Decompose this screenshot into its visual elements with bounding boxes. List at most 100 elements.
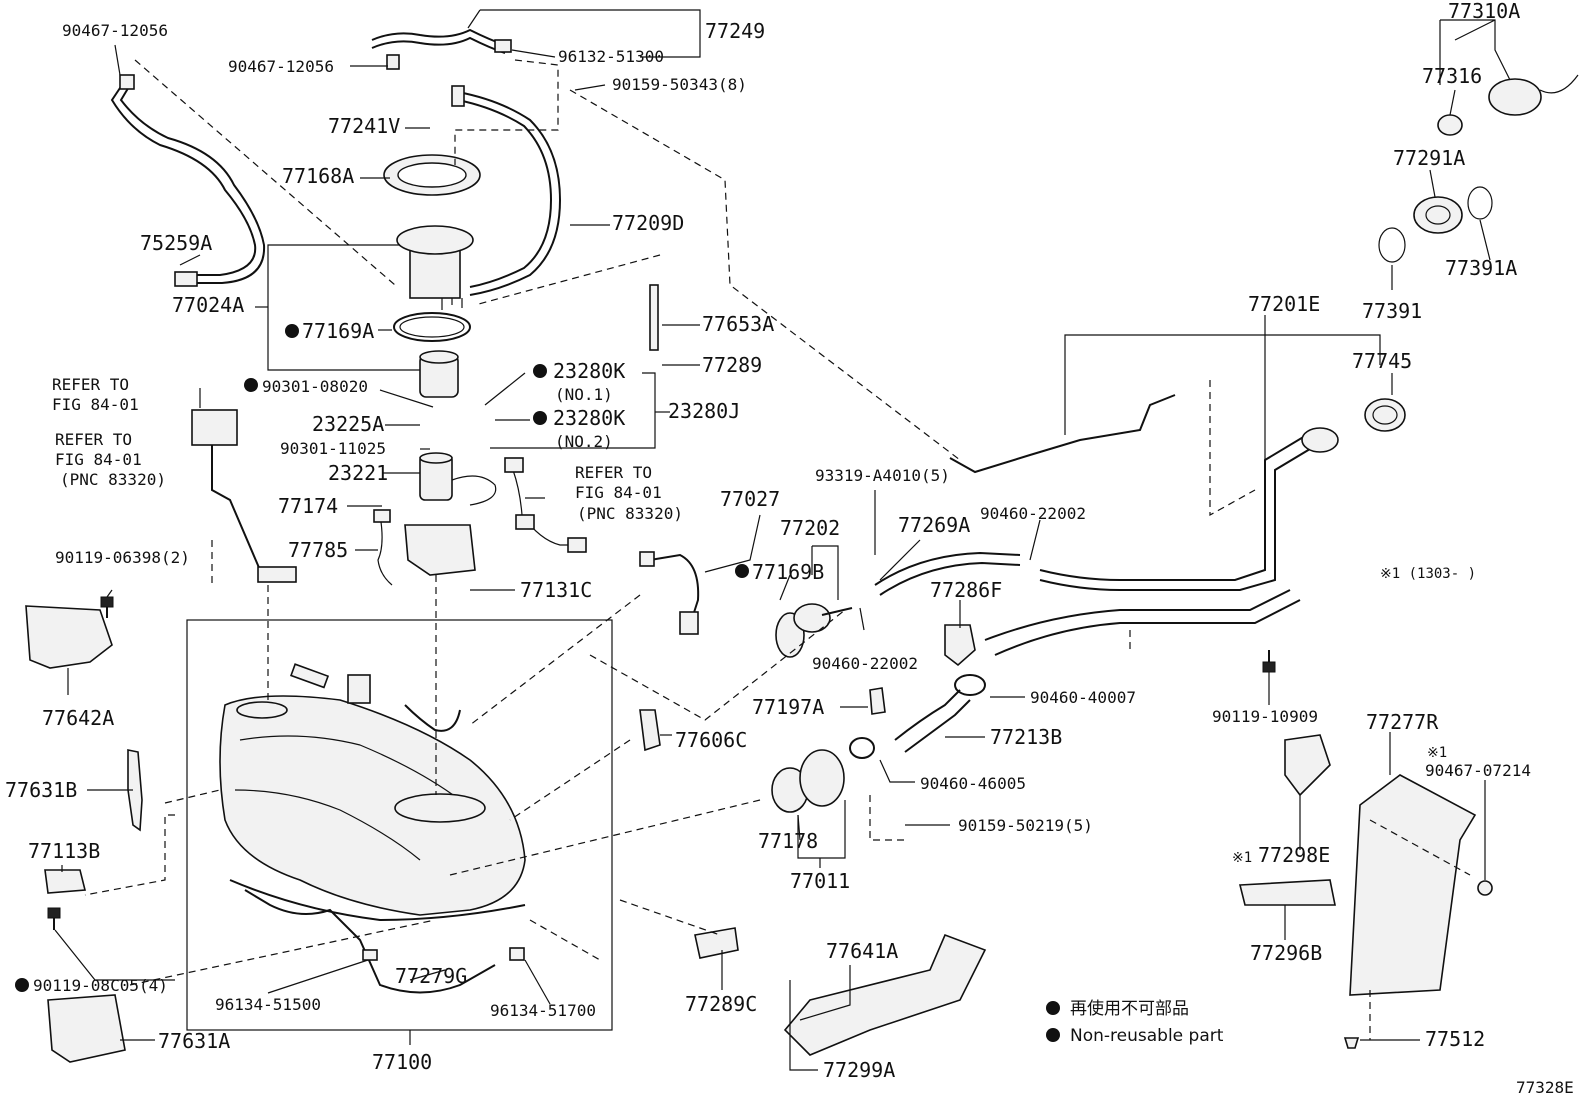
label-23221: 23221 (328, 461, 388, 485)
label-23280K-2: 23280K (553, 406, 625, 430)
mark-1-b: ※1 (1232, 850, 1252, 866)
mark-1-a: ※1 (1427, 745, 1447, 761)
vent-line-77279G (244, 889, 525, 994)
label-77241V: 77241V (328, 114, 400, 138)
ref2-line1: REFER TO (55, 430, 132, 449)
label-77289: 77289 (702, 353, 762, 377)
label-77631B: 77631B (5, 778, 77, 802)
wire-harness-77785 (373, 509, 393, 586)
assembly-dash-lines (84, 59, 1471, 1040)
protector-77641A (783, 933, 987, 1056)
seal-77391A (1467, 186, 1493, 220)
clamp-77289C (694, 927, 739, 959)
label-77169A: 77169A (302, 319, 374, 343)
label-90460-40007: 90460-40007 (1030, 688, 1136, 707)
figure-code: 77328E (1516, 1078, 1574, 1097)
label-77277R: 77277R (1366, 710, 1439, 734)
cap-77310A (1488, 74, 1579, 116)
gasket-77316 (1437, 114, 1463, 136)
retainer-77168A (383, 154, 481, 196)
box-77298E (1284, 734, 1331, 797)
seal-77391 (1378, 227, 1406, 263)
label-77174: 77174 (278, 494, 338, 518)
hose-77209D (451, 85, 562, 296)
label-77279G: 77279G (395, 964, 467, 988)
labels-group: 77249 90467-12056 90467-12056 96132-5130… (5, 0, 1574, 1097)
label-23280J: 23280J (668, 399, 740, 423)
ref2-line3: (PNC 83320) (60, 470, 166, 489)
label-90460-22002-a: 90460-22002 (980, 504, 1086, 523)
label-90467-07214: 90467-07214 (1425, 761, 1531, 780)
clamp-77606C (639, 709, 661, 752)
label-90460-46005: 90460-46005 (920, 774, 1026, 793)
label-77100: 77100 (372, 1050, 432, 1074)
label-77299A: 77299A (823, 1058, 895, 1082)
label-90460-22002-b: 90460-22002 (812, 654, 918, 673)
bracket-77296B (1238, 879, 1336, 906)
ref1-line2: FIG 84-01 (52, 395, 139, 414)
bolt-90467-07214 (1477, 880, 1493, 896)
label-77606C: 77606C (675, 728, 747, 752)
label-77027: 77027 (720, 487, 780, 511)
clip-77512 (1343, 1037, 1360, 1049)
label-77512: 77512 (1425, 1027, 1485, 1051)
label-75259A: 75259A (140, 231, 212, 255)
protector-77631A (47, 994, 126, 1063)
label-23280K-2-sub: (NO.2) (555, 432, 613, 451)
vent-tube-top (949, 394, 1176, 474)
label-77202: 77202 (780, 516, 840, 540)
label-77631A: 77631A (158, 1029, 230, 1053)
housing-77291A (1413, 196, 1463, 234)
pipe-77653A (649, 284, 659, 351)
bolt-90119-10909 (1262, 650, 1276, 673)
label-77310A: 77310A (1448, 0, 1520, 23)
label-90301-08020: 90301-08020 (262, 377, 368, 396)
hose-75259A (110, 74, 266, 287)
label-77298E: 77298E (1258, 843, 1330, 867)
label-77209D: 77209D (612, 211, 684, 235)
label-77201E: 77201E (1248, 292, 1320, 316)
label-90119-08C05: 90119-08C05(4) (33, 976, 168, 995)
label-77642A: 77642A (42, 706, 114, 730)
label-77178: 77178 (758, 829, 818, 853)
legend-japanese: 再使用不可部品 (1070, 998, 1189, 1019)
inlet-77745 (1364, 398, 1406, 432)
hose-77213B (894, 689, 971, 753)
gauge-77202 (775, 603, 853, 658)
label-90159-50219: 90159-50219(5) (958, 816, 1093, 835)
ref3-line2: FIG 84-01 (575, 483, 662, 502)
label-77316: 77316 (1422, 64, 1482, 88)
label-23225A: 23225A (312, 412, 384, 436)
label-77289C: 77289C (685, 992, 757, 1016)
label-77011: 77011 (790, 869, 850, 893)
pump-23221 (419, 452, 497, 506)
gasket-77169A (393, 312, 471, 342)
label-77391A: 77391A (1445, 256, 1517, 280)
label-90159-50343: 90159-50343(8) (612, 75, 747, 94)
filler-neck-77011 (771, 737, 875, 813)
label-77296B: 77296B (1250, 941, 1322, 965)
label-23280K-1-sub: (NO.1) (555, 385, 613, 404)
filler-pipe-77201E (984, 427, 1339, 656)
label-96134-51700: 96134-51700 (490, 1001, 596, 1020)
ref3-line1: REFER TO (575, 463, 652, 482)
filter-sub-assy (419, 350, 459, 398)
label-77213B: 77213B (990, 725, 1062, 749)
label-23280K-1: 23280K (553, 359, 625, 383)
label-90301-11025: 90301-11025 (280, 439, 386, 458)
hose-77269A (874, 551, 1021, 596)
tank-top-parts (290, 663, 461, 732)
label-77168A: 77168A (282, 164, 354, 188)
ref2-line2: FIG 84-01 (55, 450, 142, 469)
sender-gauge (191, 409, 297, 583)
bolt-90119-08C05 (47, 907, 61, 930)
ref1-line1: REFER TO (52, 375, 129, 394)
cover-77113B (44, 869, 87, 894)
label-77269A: 77269A (898, 513, 970, 537)
breather-77027 (639, 551, 700, 635)
clamp-90460-40007 (954, 674, 986, 696)
label-77391: 77391 (1362, 299, 1422, 323)
label-77113B: 77113B (28, 839, 100, 863)
label-77131C: 77131C (520, 578, 592, 602)
